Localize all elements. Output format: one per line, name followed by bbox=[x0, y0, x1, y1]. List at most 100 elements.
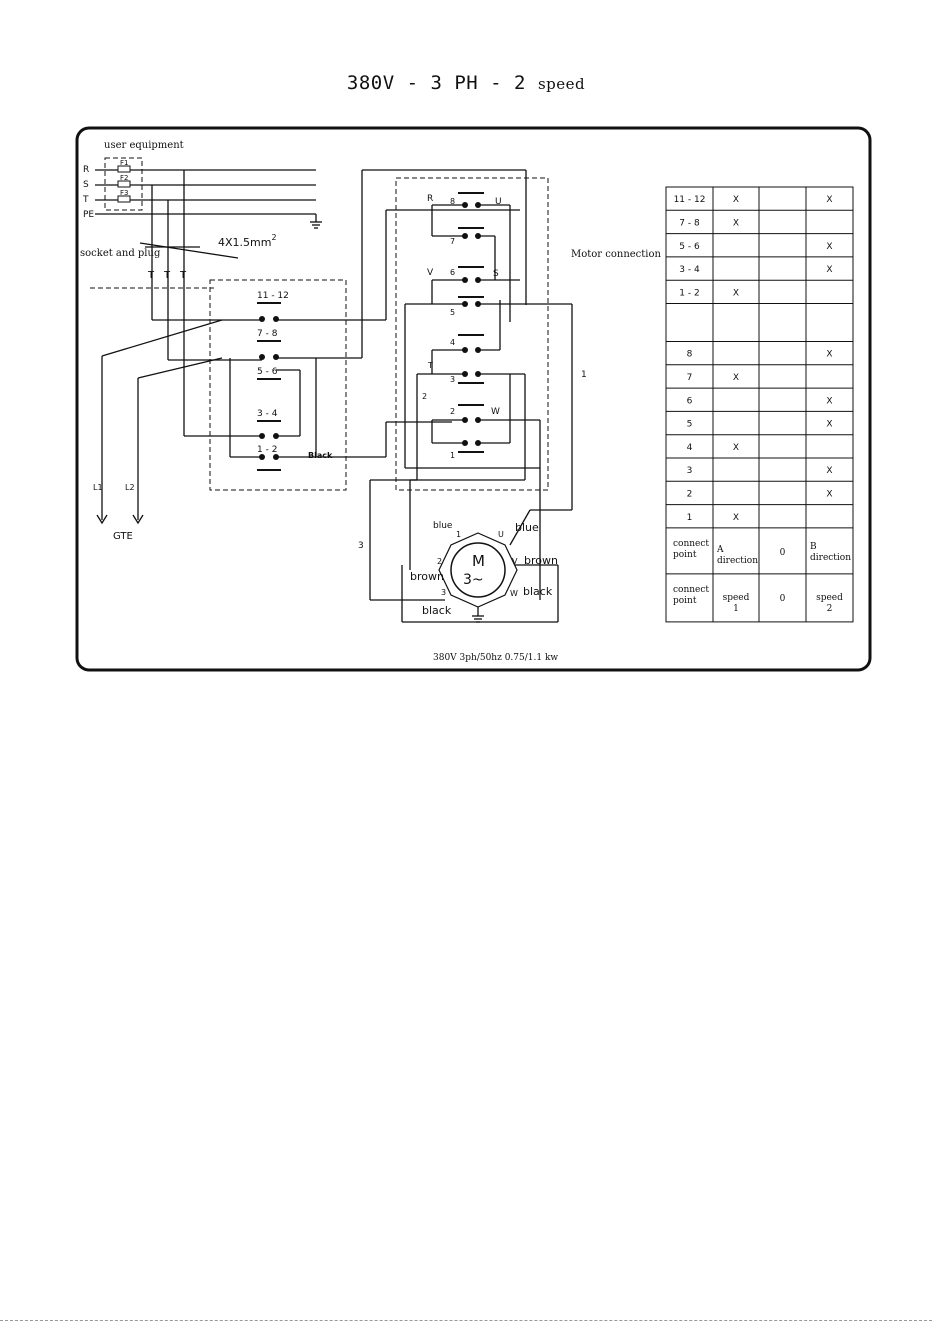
terminal-2-left: 2 bbox=[422, 392, 427, 401]
black-wire-label: Black bbox=[308, 451, 333, 460]
motor-m-label: M bbox=[472, 552, 485, 570]
arrow-l1-icon bbox=[96, 514, 108, 525]
table-cell: connect bbox=[673, 585, 709, 595]
fuse-f2-label: F2 bbox=[120, 174, 128, 182]
left-switch-label-5-6: 5 - 6 bbox=[257, 367, 278, 377]
motor-terminal-3: 3 bbox=[441, 588, 446, 597]
gte-label: GTE bbox=[113, 531, 133, 542]
table-cell: 1 bbox=[687, 513, 693, 523]
label-i: 1 bbox=[581, 370, 587, 380]
page-title: 380V - 3 PH - 2 speed bbox=[0, 72, 932, 94]
table-cell: 11 - 12 bbox=[674, 195, 706, 205]
socket-plug-label: socket and plug bbox=[80, 248, 161, 259]
table-cell: point bbox=[673, 596, 697, 606]
table-cell: 0 bbox=[780, 548, 786, 558]
table-cell: B bbox=[810, 542, 817, 552]
left-switch-contacts: 11 - 12 7 - 8 5 - 6 3 - 4 1 - 2 bbox=[257, 291, 289, 471]
terminal-6: 6 bbox=[450, 268, 455, 277]
left-switch-label-11-12: 11 - 12 bbox=[257, 291, 289, 301]
fuse-f1: F1 bbox=[117, 159, 131, 173]
table-cell: X bbox=[733, 218, 739, 228]
motor-terminal-u: U bbox=[498, 530, 504, 539]
table-cell: X bbox=[733, 195, 739, 205]
terminal-1: 1 bbox=[450, 451, 455, 460]
terminal-2: 2 bbox=[450, 407, 455, 416]
table-cell: point bbox=[673, 550, 697, 560]
motor-terminal-2: 2 bbox=[437, 557, 442, 566]
table-cell: X bbox=[826, 489, 832, 499]
table-cell: X bbox=[733, 513, 739, 523]
table-cell: X bbox=[826, 242, 832, 252]
user-equipment-label: user equipment bbox=[104, 140, 184, 151]
terminal-s: S bbox=[493, 269, 499, 279]
line-s-label: S bbox=[83, 180, 89, 190]
label-3: 3 bbox=[358, 541, 364, 551]
left-switch-box bbox=[209, 279, 347, 491]
terminal-w: W bbox=[491, 407, 500, 417]
table-cell: X bbox=[733, 373, 739, 383]
cable-spec-label: 4X1.5mm2 bbox=[218, 233, 277, 249]
terminal-7: 7 bbox=[450, 237, 455, 246]
table-cell: A bbox=[716, 545, 724, 555]
terminal-u: U bbox=[495, 197, 502, 207]
fuse-f2: F2 bbox=[117, 174, 131, 188]
table-cell: direction bbox=[810, 553, 851, 563]
motor-terminal-1: 1 bbox=[456, 530, 461, 539]
table-cell: speed bbox=[723, 593, 750, 603]
table-cell: direction bbox=[717, 556, 758, 566]
right-switch-box bbox=[395, 177, 549, 491]
terminal-r: R bbox=[427, 194, 433, 204]
l1-label: L1 bbox=[93, 483, 103, 492]
terminal-4: 4 bbox=[450, 338, 455, 347]
motor-terminal-v: V bbox=[512, 557, 518, 566]
table-cell: X bbox=[826, 195, 832, 205]
table-cell: connect bbox=[673, 539, 709, 549]
table-cell: 3 - 4 bbox=[679, 265, 700, 275]
motor-wire-brown-right: brown bbox=[524, 554, 558, 567]
terminal-v: V bbox=[427, 268, 434, 278]
table-cell: 7 - 8 bbox=[679, 218, 700, 228]
table-cell: X bbox=[733, 288, 739, 298]
table-cell: 2 bbox=[827, 604, 833, 614]
fuse-f1-label: F1 bbox=[120, 159, 128, 167]
table-cell: X bbox=[826, 265, 832, 275]
l2-label: L2 bbox=[125, 483, 135, 492]
table-cell: 7 bbox=[687, 373, 693, 383]
fuse-f3-label: F3 bbox=[120, 189, 128, 197]
terminal-8: 8 bbox=[450, 197, 455, 206]
table-cell: 5 - 6 bbox=[679, 242, 700, 252]
motor-wire-brown-left: brown bbox=[410, 570, 444, 583]
table-cell: 1 bbox=[733, 604, 739, 614]
user-equipment-box bbox=[104, 157, 143, 211]
motor-symbol: M 3~ bbox=[438, 532, 518, 623]
diagram-frame bbox=[75, 126, 872, 672]
table-cell: 0 bbox=[780, 594, 786, 604]
footer-rating: 380V 3ph/50hz 0.75/1.1 kw bbox=[433, 653, 558, 663]
line-r-label: R bbox=[83, 165, 89, 175]
table-cell: X bbox=[826, 466, 832, 476]
motor-terminal-w: W bbox=[510, 589, 518, 598]
motor-wire-blue-right: blue bbox=[515, 521, 539, 534]
left-switch-label-7-8: 7 - 8 bbox=[257, 329, 278, 339]
motor-wire-blue-left: blue bbox=[433, 521, 453, 531]
table-cell: X bbox=[826, 350, 832, 360]
plug-pin-2: T bbox=[163, 270, 171, 281]
line-pe-label: PE bbox=[83, 210, 94, 220]
motor-phase-label: 3~ bbox=[463, 572, 484, 588]
motor-connection-label: Motor connection bbox=[571, 249, 662, 260]
motor-wire-black-left: black bbox=[422, 604, 452, 617]
terminal-5: 5 bbox=[450, 308, 455, 317]
plug-pin-3: T bbox=[179, 270, 187, 281]
title-main: 380V - 3 PH - 2 bbox=[346, 72, 526, 94]
table-cell: X bbox=[826, 396, 832, 406]
left-switch-label-1-2: 1 - 2 bbox=[257, 445, 277, 455]
table-cell: speed bbox=[816, 593, 843, 603]
table-cell: 4 bbox=[687, 443, 693, 453]
page-bottom-rule bbox=[0, 1320, 932, 1321]
line-t-label: T bbox=[82, 195, 89, 205]
plug-pin-1: T bbox=[147, 270, 155, 281]
terminal-t: T bbox=[427, 361, 433, 370]
table-cell: 6 bbox=[687, 396, 693, 406]
